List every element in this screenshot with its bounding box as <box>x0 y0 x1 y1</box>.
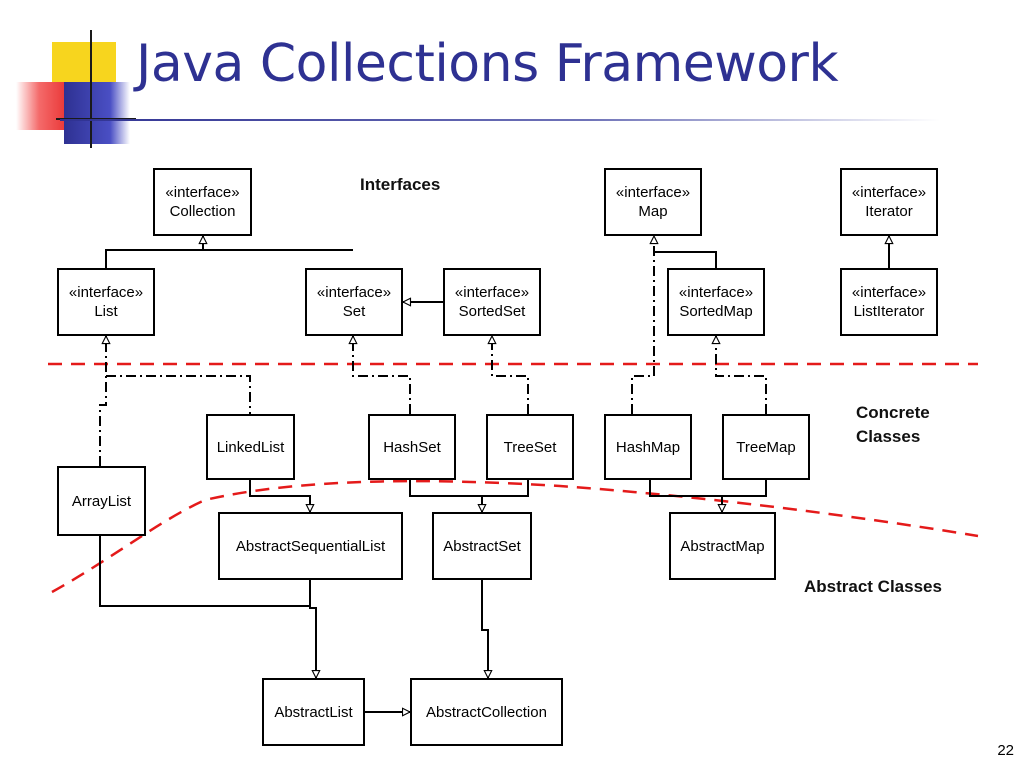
title-underline <box>60 119 940 121</box>
interface-inheritance-edges <box>105 236 889 302</box>
stereotype-label: «interface» <box>851 184 927 201</box>
implements-edges <box>99 236 767 466</box>
interface-list-box: «interface» List <box>57 268 155 336</box>
class-abstractsequentiallist-box: AbstractSequentialList <box>218 512 403 580</box>
interface-listiterator-box: «interface» ListIterator <box>840 268 938 336</box>
class-treemap-box: TreeMap <box>722 414 810 480</box>
interface-collection-box: «interface» Collection <box>153 168 252 236</box>
interface-name: Collection <box>169 203 236 220</box>
concrete-region-label-line1: Concrete <box>856 403 930 422</box>
class-name: AbstractCollection <box>426 703 547 721</box>
interface-name: Map <box>638 203 668 220</box>
class-name: LinkedList <box>216 438 285 456</box>
abstract-region-label: Abstract Classes <box>804 577 942 596</box>
slide-logo <box>0 0 160 150</box>
interface-name: Set <box>342 303 366 320</box>
class-arraylist-box: ArrayList <box>57 466 146 536</box>
slide-title: Java Collections Framework <box>136 34 839 94</box>
interface-name: List <box>94 303 118 320</box>
stereotype-label: «interface» <box>165 184 240 201</box>
class-name: TreeMap <box>736 438 796 456</box>
class-abstractset-box: AbstractSet <box>432 512 532 580</box>
page-number: 22 <box>997 742 1014 759</box>
class-name: HashMap <box>615 438 681 456</box>
class-name: AbstractList <box>274 703 353 721</box>
class-name: ArrayList <box>71 492 132 510</box>
stereotype-label: «interface» <box>454 284 530 301</box>
class-inheritance-edges <box>99 480 767 712</box>
abstract-boundary-line <box>51 479 979 594</box>
interface-sortedset-box: «interface» SortedSet <box>443 268 541 336</box>
stereotype-label: «interface» <box>316 284 392 301</box>
class-name: AbstractSet <box>443 537 521 555</box>
class-name: TreeSet <box>503 438 557 456</box>
stereotype-label: «interface» <box>851 284 927 301</box>
class-linkedlist-box: LinkedList <box>206 414 295 480</box>
class-abstractlist-box: AbstractList <box>262 678 365 746</box>
interface-map-box: «interface» Map <box>604 168 702 236</box>
class-abstractmap-box: AbstractMap <box>669 512 776 580</box>
class-treeset-box: TreeSet <box>486 414 574 480</box>
interface-name: Iterator <box>865 203 913 220</box>
class-hashmap-box: HashMap <box>604 414 692 480</box>
interface-set-box: «interface» Set <box>305 268 403 336</box>
interface-name: SortedSet <box>458 303 526 320</box>
stereotype-label: «interface» <box>68 284 144 301</box>
class-name: HashSet <box>383 438 441 456</box>
stereotype-label: «interface» <box>615 184 691 201</box>
interface-sortedmap-box: «interface» SortedMap <box>667 268 765 336</box>
interface-name: SortedMap <box>679 303 753 320</box>
class-name: AbstractSequentialList <box>235 537 386 555</box>
class-name: AbstractMap <box>680 537 765 555</box>
stereotype-label: «interface» <box>678 284 754 301</box>
class-abstractcollection-box: AbstractCollection <box>410 678 563 746</box>
class-hashset-box: HashSet <box>368 414 456 480</box>
logo-vertical-line <box>90 30 92 148</box>
interface-name: ListIterator <box>853 303 925 320</box>
logo-blue-square <box>64 82 130 144</box>
interface-iterator-box: «interface» Iterator <box>840 168 938 236</box>
concrete-region-label-line2: Classes <box>856 427 921 446</box>
interfaces-region-label: Interfaces <box>360 175 441 194</box>
